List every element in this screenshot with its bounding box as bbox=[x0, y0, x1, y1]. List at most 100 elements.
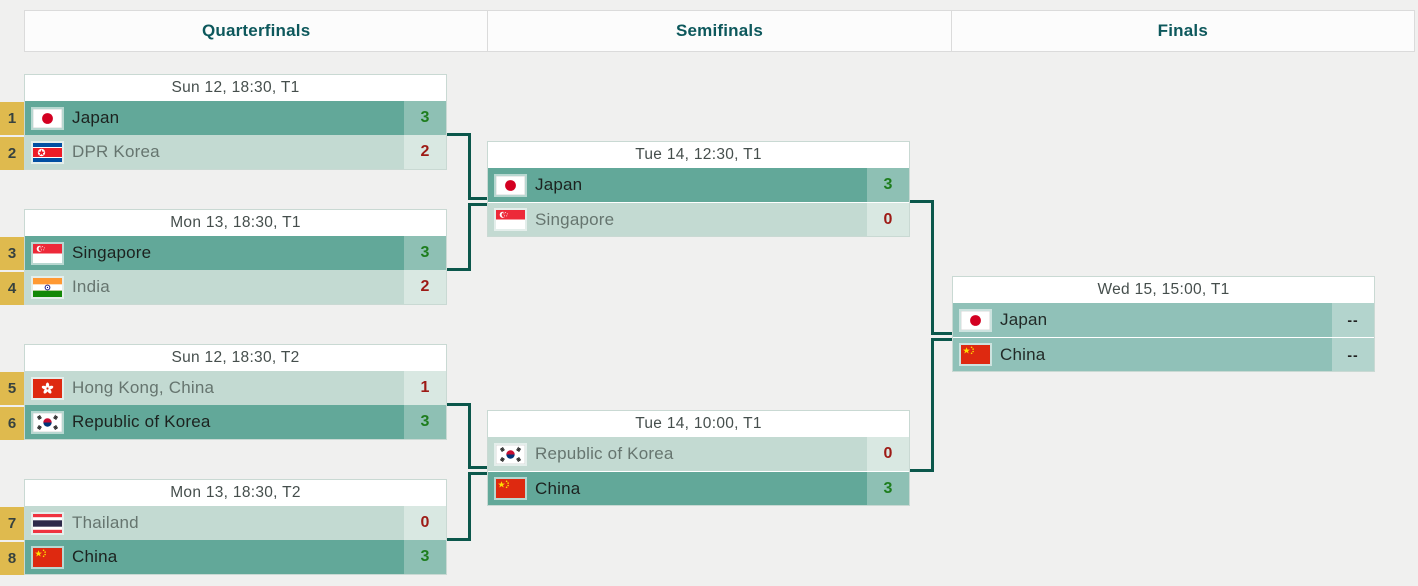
flag-republic-of-korea-icon bbox=[33, 412, 62, 432]
connector-line bbox=[910, 200, 934, 203]
match-schedule: Mon 13, 18:30, T1 bbox=[25, 210, 446, 236]
team-row: Japan -- bbox=[953, 303, 1374, 337]
seed-number: 5 bbox=[0, 372, 24, 405]
connector-line bbox=[468, 472, 487, 475]
team-score: 2 bbox=[404, 270, 446, 304]
connector-line bbox=[468, 403, 471, 469]
team-name: China bbox=[72, 547, 118, 566]
flag-republic-of-korea-icon bbox=[496, 444, 525, 464]
flag-singapore-icon bbox=[496, 210, 525, 229]
round-header-semifinals: Semifinals bbox=[488, 11, 952, 51]
team-name: DPR Korea bbox=[72, 142, 160, 161]
team-score: 3 bbox=[404, 405, 446, 439]
connector-line bbox=[468, 203, 471, 271]
team-name: Hong Kong, China bbox=[72, 378, 215, 397]
team-row: India 2 bbox=[25, 270, 446, 304]
team-name: Republic of Korea bbox=[535, 444, 674, 463]
team-row: Hong Kong, China 1 bbox=[25, 371, 446, 405]
connector-line bbox=[447, 133, 471, 136]
round-header-quarterfinals: Quarterfinals bbox=[25, 11, 489, 51]
team-row: Japan 3 bbox=[25, 101, 446, 135]
seed-number: 3 bbox=[0, 237, 24, 270]
flag-thailand-icon bbox=[33, 513, 62, 533]
seed-number: 2 bbox=[0, 137, 24, 170]
match-box: Wed 15, 15:00, T1 Japan -- China -- bbox=[952, 276, 1375, 372]
team-score: 0 bbox=[867, 203, 909, 236]
flag-singapore-icon bbox=[33, 243, 62, 263]
team-row: Republic of Korea 0 bbox=[488, 437, 909, 471]
team-score: 3 bbox=[404, 540, 446, 574]
team-name: Singapore bbox=[72, 243, 152, 262]
team-name: China bbox=[1000, 344, 1046, 364]
flag-china-icon bbox=[496, 479, 525, 498]
team-row: Japan 3 bbox=[488, 168, 909, 202]
team-name: Republic of Korea bbox=[72, 412, 211, 431]
team-score: 0 bbox=[867, 437, 909, 471]
round-header-bar: Quarterfinals Semifinals Finals bbox=[24, 10, 1415, 52]
team-score: -- bbox=[1332, 338, 1374, 371]
team-row: China 3 bbox=[25, 540, 446, 574]
seed-number: 4 bbox=[0, 272, 24, 305]
team-score: 3 bbox=[867, 168, 909, 202]
team-score: 3 bbox=[404, 236, 446, 270]
connector-line bbox=[468, 472, 471, 541]
flag-dpr-korea-icon bbox=[33, 142, 62, 162]
connector-line bbox=[447, 538, 471, 541]
match-schedule: Sun 12, 18:30, T1 bbox=[25, 75, 446, 101]
round-header-finals: Finals bbox=[1157, 21, 1208, 40]
team-score: 1 bbox=[404, 371, 446, 405]
connector-line bbox=[931, 338, 934, 472]
team-row: Singapore 3 bbox=[25, 236, 446, 270]
seed-number: 6 bbox=[0, 407, 24, 440]
team-name: Japan bbox=[535, 175, 583, 194]
team-score: 0 bbox=[404, 506, 446, 540]
connector-line bbox=[931, 338, 952, 341]
team-name: Thailand bbox=[72, 513, 139, 532]
team-name: Singapore bbox=[535, 209, 615, 229]
team-row: DPR Korea 2 bbox=[25, 135, 446, 169]
seed-number: 8 bbox=[0, 542, 24, 575]
team-row: China 3 bbox=[488, 471, 909, 505]
team-row: Republic of Korea 3 bbox=[25, 405, 446, 439]
flag-japan-icon bbox=[961, 310, 990, 330]
team-row: China -- bbox=[953, 337, 1374, 371]
team-name: India bbox=[72, 277, 110, 296]
team-score: -- bbox=[1332, 303, 1374, 337]
flag-china-icon bbox=[33, 547, 62, 567]
connector-line bbox=[468, 203, 487, 206]
connector-line bbox=[931, 332, 952, 335]
flag-hong-kong-icon bbox=[33, 378, 62, 398]
flag-japan-icon bbox=[33, 108, 62, 128]
match-schedule: Tue 14, 10:00, T1 bbox=[488, 411, 909, 437]
connector-line bbox=[468, 197, 487, 200]
flag-india-icon bbox=[33, 277, 62, 297]
connector-line bbox=[447, 403, 471, 406]
team-score: 3 bbox=[867, 472, 909, 505]
match-schedule: Mon 13, 18:30, T2 bbox=[25, 480, 446, 506]
flag-china-icon bbox=[961, 345, 990, 364]
team-row: Thailand 0 bbox=[25, 506, 446, 540]
team-row: Singapore 0 bbox=[488, 202, 909, 236]
match-schedule: Sun 12, 18:30, T2 bbox=[25, 345, 446, 371]
connector-line bbox=[931, 200, 934, 335]
team-name: Japan bbox=[1000, 310, 1048, 329]
seed-number: 7 bbox=[0, 507, 24, 540]
team-name: China bbox=[535, 478, 581, 498]
seed-number: 1 bbox=[0, 102, 24, 135]
team-score: 3 bbox=[404, 101, 446, 135]
flag-japan-icon bbox=[496, 175, 525, 195]
connector-line bbox=[910, 469, 934, 472]
team-score: 2 bbox=[404, 135, 446, 169]
connector-line bbox=[468, 466, 487, 469]
connector-line bbox=[468, 133, 471, 200]
team-name: Japan bbox=[72, 108, 120, 127]
match-schedule: Wed 15, 15:00, T1 bbox=[953, 277, 1374, 303]
connector-line bbox=[447, 268, 471, 271]
